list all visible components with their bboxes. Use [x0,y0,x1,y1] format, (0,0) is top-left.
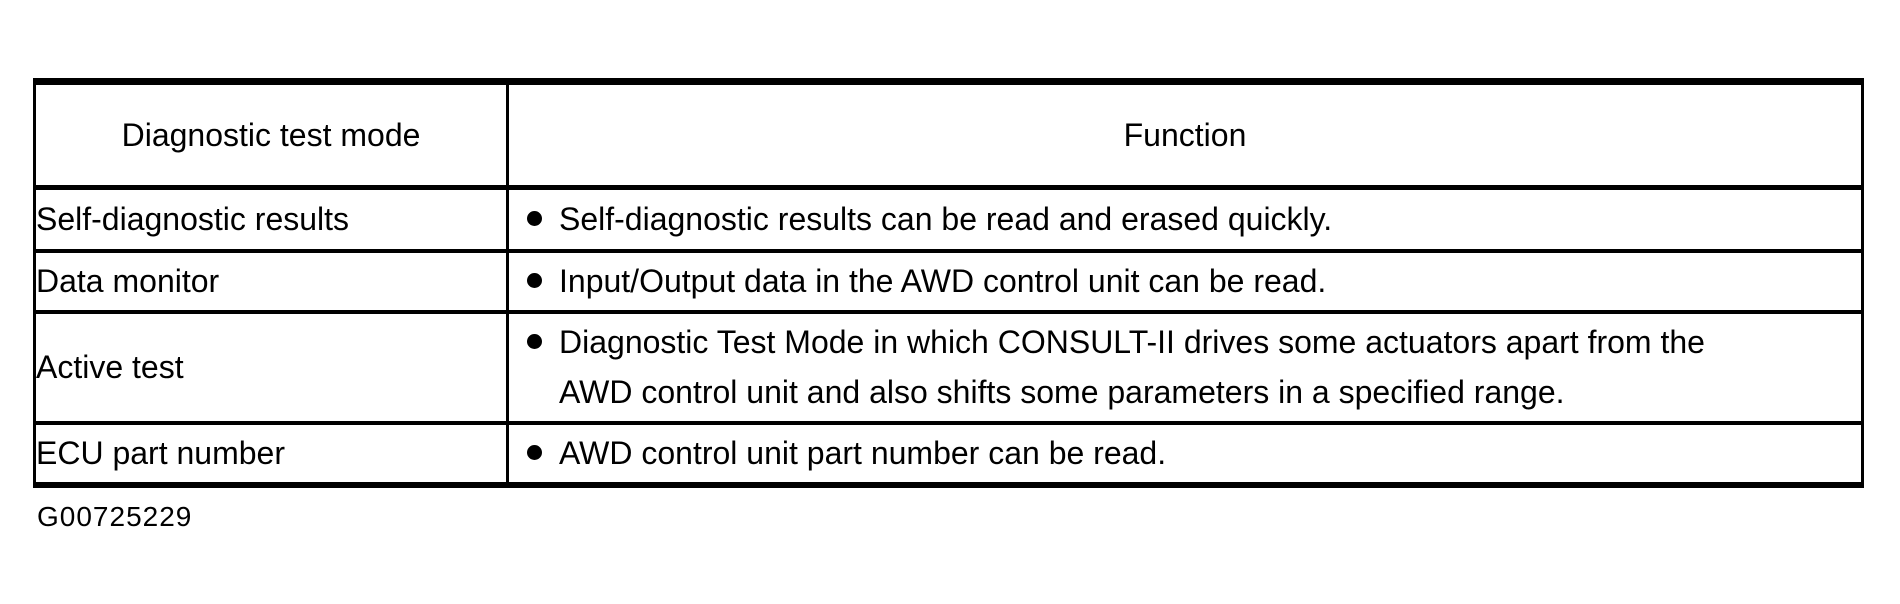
function-text: Self-diagnostic results can be read and … [559,201,1333,238]
table-row: Data monitor Input/Output data in the AW… [34,248,1863,312]
table-row: ECU part number AWD control unit part nu… [34,420,1863,485]
figure-code: G00725229 [37,501,193,532]
bullet-icon [527,334,542,349]
table-row: Active test Diagnostic Test Mode in whic… [34,309,1863,423]
table-row: Self-diagnostic results Self-diagnostic … [34,185,1863,251]
row-label: ECU part number [34,420,509,485]
row-label: Data monitor [34,248,509,312]
function-cell: Diagnostic Test Mode in which CONSULT-II… [507,309,1863,423]
column-header-mode: Diagnostic test mode [34,81,509,190]
function-content: Diagnostic Test Mode in which CONSULT-II… [509,317,1861,417]
bullet-icon [527,211,542,227]
function-cell: AWD control unit part number can be read… [507,420,1863,485]
function-text: AWD control unit part number can be read… [559,435,1167,471]
function-content: AWD control unit part number can be read… [509,428,1861,478]
function-text: Input/Output data in the AWD control uni… [559,263,1327,299]
function-text: Diagnostic Test Mode in which CONSULT-II… [559,324,1705,410]
function-content: Self-diagnostic results can be read and … [509,194,1861,244]
function-content: Input/Output data in the AWD control uni… [509,256,1861,306]
function-cell: Input/Output data in the AWD control uni… [507,248,1863,312]
column-header-function: Function [507,81,1863,190]
row-label: Self-diagnostic results [34,185,509,251]
function-cell: Self-diagnostic results can be read and … [507,185,1863,251]
row-label: Active test [34,309,509,423]
bullet-icon [527,445,542,460]
bullet-icon [527,273,542,288]
table-header-row: Diagnostic test mode Function [34,81,1863,190]
diagnostic-test-mode-table: Diagnostic test mode Function Self-diagn… [33,78,1864,488]
